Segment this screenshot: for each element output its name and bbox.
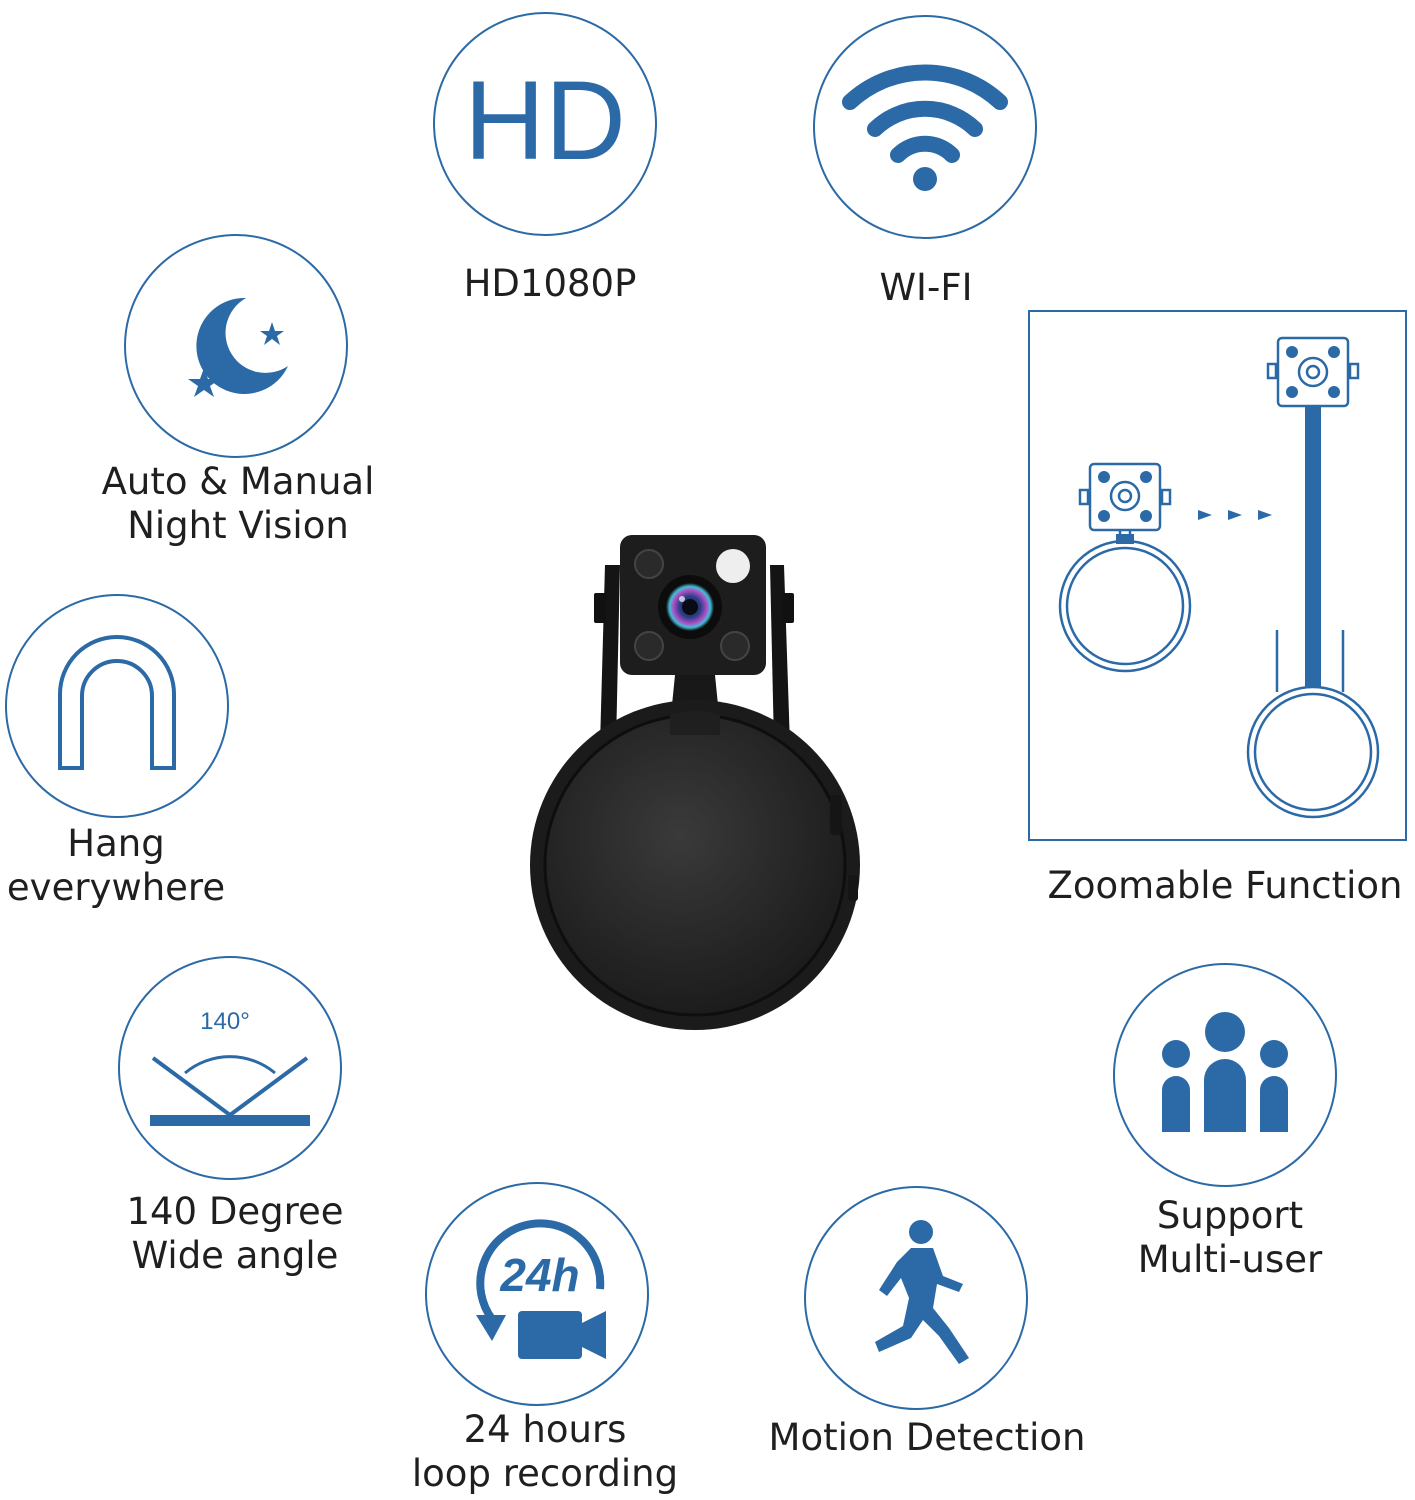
motion-label: Motion Detection	[768, 1416, 1086, 1459]
hd-icon-text: HD	[464, 58, 626, 183]
wifi-label: WI-FI	[879, 266, 973, 309]
moon-stars-icon	[188, 297, 288, 397]
multiuser-feature-circle	[1113, 963, 1337, 1187]
wifi-feature-circle	[813, 15, 1037, 239]
zoomable-function-box	[1028, 310, 1407, 841]
hd-label: HD1080P	[463, 262, 637, 305]
wide-angle-feature-circle: 140°	[118, 956, 342, 1180]
hang-label-line2: everywhere	[6, 866, 226, 909]
zoomable-camera-diagram	[1058, 336, 1380, 819]
loop-recording-label-line2: loop recording	[411, 1452, 679, 1495]
hd-icon: HD	[464, 58, 626, 183]
hd-feature-circle: HD	[433, 12, 657, 236]
users-icon	[1162, 1012, 1288, 1132]
wide-angle-label-line2: Wide angle	[131, 1234, 339, 1277]
hang-feature-circle	[5, 594, 229, 818]
multiuser-label-line1: Support	[1156, 1194, 1304, 1237]
night-vision-label-line1: Auto & Manual	[101, 460, 375, 503]
motion-feature-circle	[804, 1186, 1028, 1410]
hook-icon	[58, 635, 176, 770]
multiuser-label: Support Multi-user	[1090, 1194, 1370, 1282]
night-vision-feature-circle	[124, 234, 348, 458]
loop-recording-label-line1: 24 hours	[463, 1408, 627, 1451]
mini-camera-product-image	[530, 535, 860, 1035]
wifi-icon	[842, 64, 1008, 191]
wide-angle-icon: 140°	[150, 1008, 310, 1126]
zoomable-function-label: Zoomable Function	[1047, 864, 1403, 907]
hang-label: Hang everywhere	[0, 822, 232, 910]
wide-angle-icon-text: 140°	[200, 1008, 250, 1035]
wide-angle-label-line1: 140 Degree	[126, 1190, 344, 1233]
hang-label-line1: Hang	[67, 822, 165, 865]
night-vision-label-line2: Night Vision	[127, 504, 349, 547]
loop-icon-text: 24h	[499, 1249, 579, 1301]
night-vision-label: Auto & Manual Night Vision	[88, 460, 388, 548]
loop-recording-label: 24 hours loop recording	[395, 1408, 695, 1496]
multiuser-label-line2: Multi-user	[1137, 1238, 1323, 1281]
loop-recording-feature-circle: 24h	[425, 1182, 649, 1406]
running-person-icon	[875, 1220, 969, 1364]
wide-angle-label: 140 Degree Wide angle	[90, 1190, 380, 1278]
loop-recording-icon: 24h	[476, 1219, 606, 1359]
